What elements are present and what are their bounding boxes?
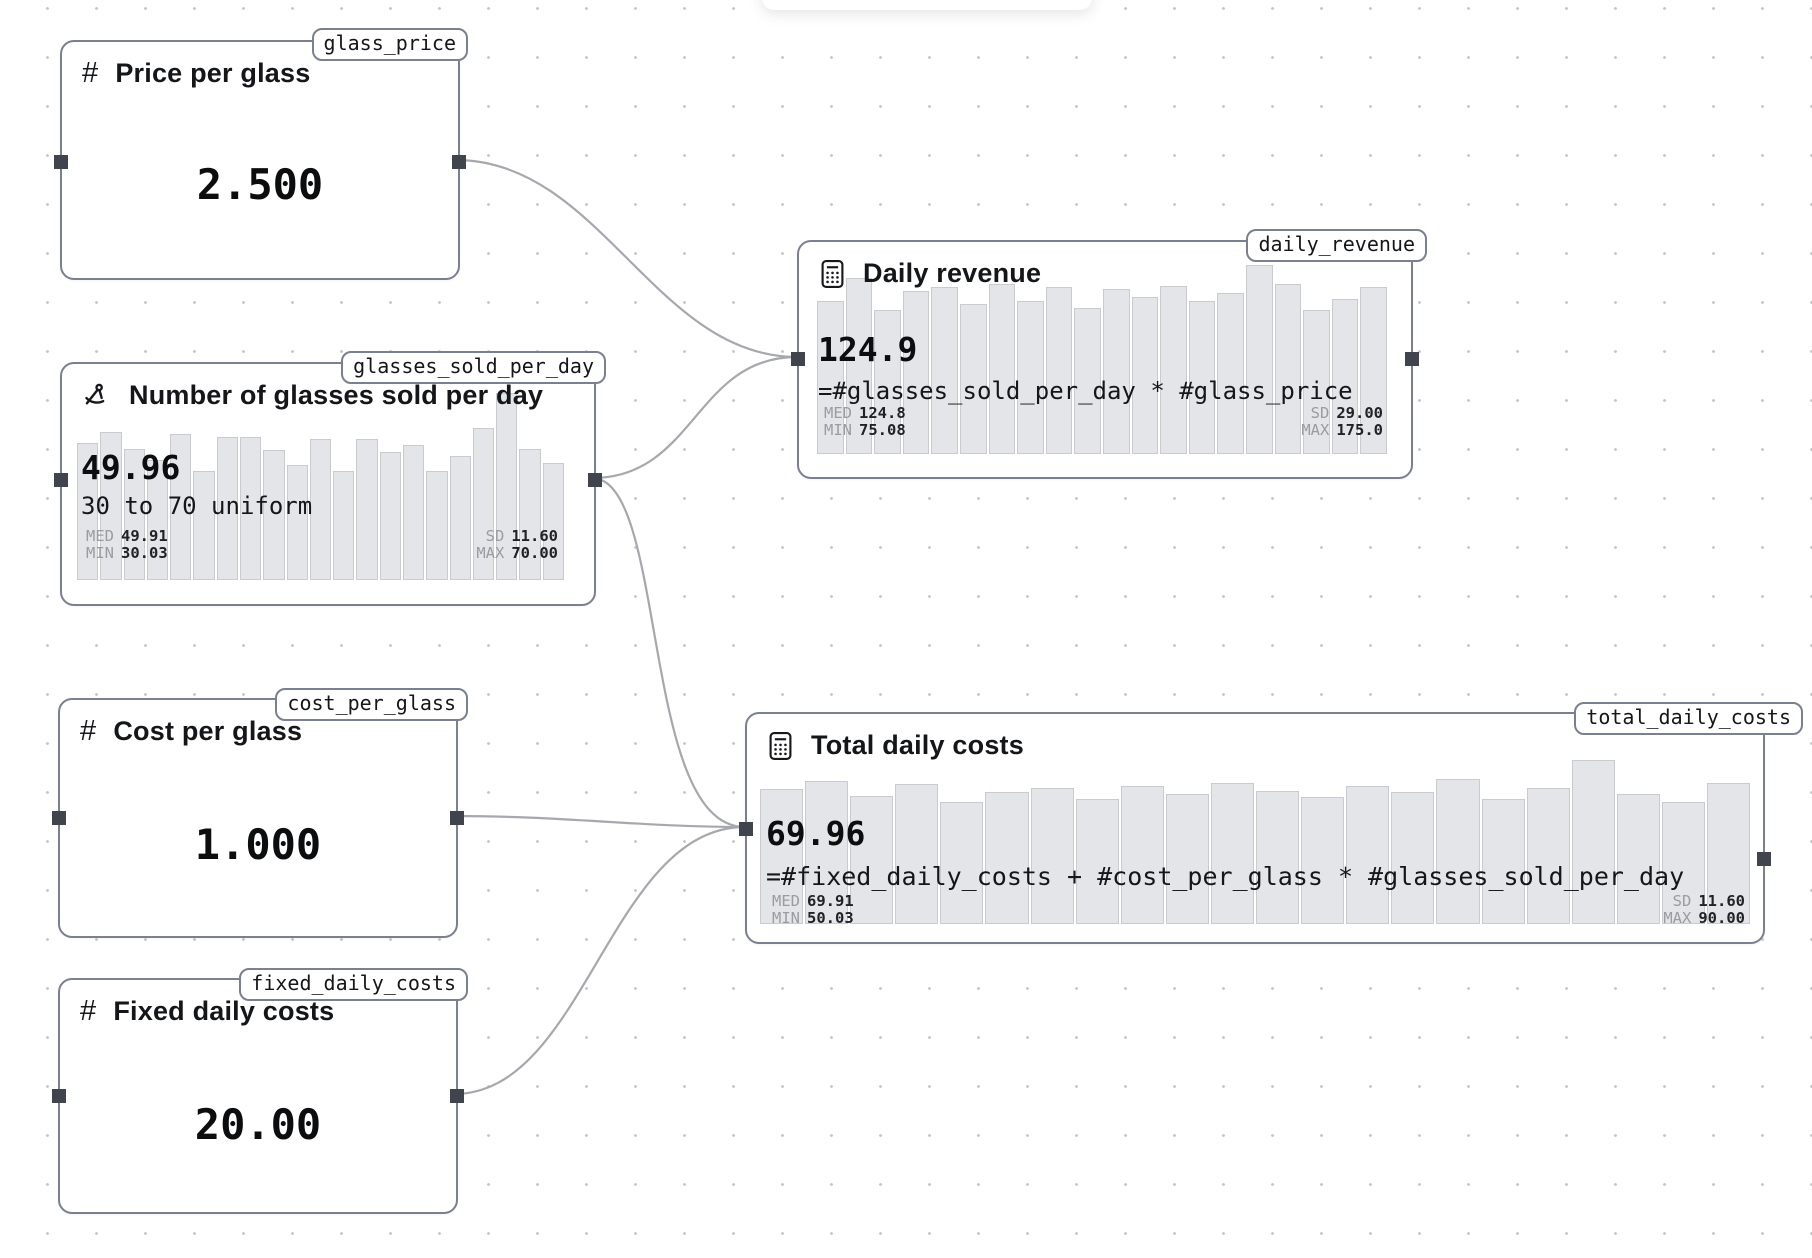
node-value: 124.9 <box>818 330 918 369</box>
output-port[interactable] <box>588 473 602 487</box>
node-formula[interactable]: =#fixed_daily_costs + #cost_per_glass * … <box>766 862 1685 891</box>
stat-label: MED <box>86 527 114 545</box>
input-port[interactable] <box>54 155 68 169</box>
node-value[interactable]: 1.000 <box>194 820 322 869</box>
stat-label: MIN <box>86 544 114 562</box>
output-port[interactable] <box>1757 852 1771 866</box>
node-tag-pill[interactable]: glasses_sold_per_day <box>341 351 606 384</box>
stat-label: SD <box>1672 892 1692 910</box>
output-port[interactable] <box>452 155 466 169</box>
stat-label: MAX <box>1301 421 1330 439</box>
hash-icon: # <box>80 715 97 747</box>
edge-fixed-costs-to-total-costs[interactable] <box>453 825 746 1096</box>
node-title: Cost per glass <box>113 716 303 746</box>
input-port[interactable] <box>54 473 68 487</box>
node-glass-price[interactable]: glass_price # Price per glass 2.500 <box>54 28 468 280</box>
histogram <box>817 265 1387 454</box>
calculator-icon <box>821 259 844 288</box>
drafting-compass-icon <box>85 383 105 404</box>
stat-value: 29.00 <box>1336 404 1383 422</box>
output-port[interactable] <box>1405 352 1419 366</box>
input-port[interactable] <box>791 352 805 366</box>
node-tag-pill[interactable]: daily_revenue <box>1246 229 1427 262</box>
stat-value: 69.91 <box>807 892 854 910</box>
node-title: Daily revenue <box>863 258 1042 288</box>
node-cost-per-glass[interactable]: cost_per_glass # Cost per glass 1.000 <box>52 688 468 938</box>
stat-label: MED <box>772 892 800 910</box>
stat-label: MIN <box>824 421 852 439</box>
node-daily-revenue[interactable]: daily_revenue Daily revenue 124.9 =#glas… <box>791 229 1427 479</box>
output-port[interactable] <box>450 1089 464 1103</box>
stat-label: SD <box>1310 404 1330 422</box>
node-tag-pill[interactable]: glass_price <box>311 28 468 61</box>
node-glasses-sold-per-day[interactable]: glasses_sold_per_day Number of glasses s… <box>54 351 606 606</box>
input-port[interactable] <box>52 811 66 825</box>
hash-icon: # <box>80 995 97 1027</box>
stat-value: 175.0 <box>1336 421 1383 439</box>
node-value: 49.96 <box>81 448 181 487</box>
node-title: Fixed daily costs <box>113 996 335 1026</box>
histogram <box>760 760 1751 924</box>
stat-value: 124.8 <box>859 404 906 422</box>
stat-value: 49.91 <box>121 527 168 545</box>
stat-label: MIN <box>772 909 800 927</box>
stat-label: MED <box>824 404 852 422</box>
node-total-daily-costs[interactable]: total_daily_costs Total daily costs 69.9… <box>739 702 1803 944</box>
stat-label: SD <box>485 527 505 545</box>
stat-value: 30.03 <box>121 544 168 562</box>
edge-glasses-sold-to-total-costs[interactable] <box>591 476 746 829</box>
node-distribution-text[interactable]: 30 to 70 uniform <box>81 492 313 520</box>
stat-value: 70.00 <box>511 544 558 562</box>
calculator-icon <box>769 731 792 760</box>
node-title: Price per glass <box>115 58 311 88</box>
stat-value: 90.00 <box>1698 909 1745 927</box>
output-port[interactable] <box>450 811 464 825</box>
edge-glasses-sold-to-daily-revenue[interactable] <box>591 355 798 480</box>
hash-icon: # <box>82 57 99 89</box>
toolbar-panel-edge <box>762 0 1092 10</box>
node-value[interactable]: 2.500 <box>196 160 324 209</box>
node-fixed-daily-costs[interactable]: fixed_daily_costs # Fixed daily costs 20… <box>52 968 468 1214</box>
input-port[interactable] <box>52 1089 66 1103</box>
stat-label: MAX <box>1663 909 1692 927</box>
node-value[interactable]: 20.00 <box>194 1100 322 1149</box>
stat-value: 11.60 <box>511 527 558 545</box>
input-port[interactable] <box>739 822 753 836</box>
edge-cost-per-glass-to-total-costs[interactable] <box>453 814 746 829</box>
stat-value: 11.60 <box>1698 892 1745 910</box>
node-tag-pill[interactable]: cost_per_glass <box>275 688 468 721</box>
node-tag-pill[interactable]: fixed_daily_costs <box>239 968 468 1001</box>
stat-label: MAX <box>476 544 505 562</box>
node-title: Number of glasses sold per day <box>129 380 544 410</box>
node-tag-pill[interactable]: total_daily_costs <box>1574 702 1803 735</box>
node-formula[interactable]: =#glasses_sold_per_day * #glass_price <box>818 377 1353 405</box>
stat-value: 50.03 <box>807 909 854 927</box>
edge-glass-price-to-daily-revenue[interactable] <box>455 158 798 359</box>
stat-value: 75.08 <box>859 421 906 439</box>
node-title: Total daily costs <box>811 730 1024 760</box>
histogram <box>77 393 564 580</box>
node-value: 69.96 <box>766 814 866 853</box>
